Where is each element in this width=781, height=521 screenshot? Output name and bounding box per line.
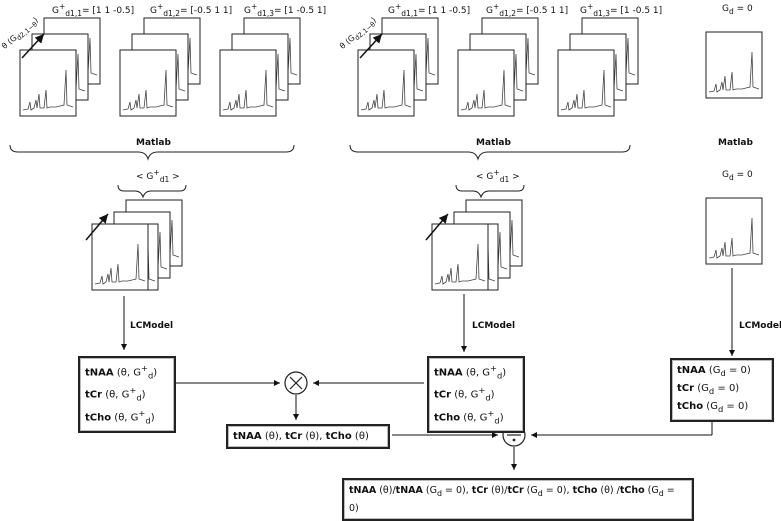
final-result-box: tNAA (θ)/tNAA (Gd = 0), tCr (θ)/tCr (Gd … xyxy=(342,478,694,521)
spectra-stack-avg-left xyxy=(91,199,183,291)
matlab-label-left: Matlab xyxy=(136,138,171,148)
lcmodel-label-mid: LCModel xyxy=(472,321,516,331)
gradient-label-g3: Gd = 0 xyxy=(722,4,753,16)
brace-mid xyxy=(349,144,631,161)
spectra-stack-g2-2 xyxy=(457,17,539,117)
spectra-stack-g1-3 xyxy=(219,17,301,117)
theta-arrow-avg-left xyxy=(85,213,109,241)
brace-avg-left xyxy=(117,184,187,199)
theta-arrow-g1 xyxy=(21,33,45,59)
gradient-label-g2-2: G+d1,2= [-0.5 1 1] xyxy=(486,2,569,18)
avg-label-mid: < G+d1 > xyxy=(476,168,520,184)
gradient-label-g2-1: G+d1,1= [1 1 -0.5] xyxy=(388,2,471,18)
gradient-label-g1-1: G+d1,1= [1 1 -0.5] xyxy=(52,2,135,18)
brace-left xyxy=(9,144,295,161)
spectrum-g3 xyxy=(705,31,763,99)
avg-label-left: < G+d1 > xyxy=(136,168,180,184)
theta-arrow-g2 xyxy=(359,33,383,59)
matlab-label-right: Matlab xyxy=(718,138,753,148)
avg-label-right: Gd = 0 xyxy=(722,170,753,182)
gradient-label-g2-3: G+d1,3= [1 -0.5 1] xyxy=(580,2,663,18)
gradient-label-g1-2: G+d1,2= [-0.5 1 1] xyxy=(150,2,233,18)
result-box-mid: tNAA (θ, G+d) tCr (θ, G+d) tCho (θ, G+d) xyxy=(427,356,525,433)
result-box-left: tNAA (θ, G+d) tCr (θ, G+d) tCho (θ, G+d) xyxy=(78,356,176,433)
lcmodel-label-right: LCModel xyxy=(739,321,781,331)
matlab-label-mid: Matlab xyxy=(476,138,511,148)
theta-arrow-avg-mid xyxy=(425,213,449,241)
spectra-stack-avg-mid xyxy=(431,199,523,291)
spectra-stack-g2-1 xyxy=(357,17,439,117)
spectra-stack-g1-1 xyxy=(19,17,101,117)
spectra-stack-g2-3 xyxy=(557,17,639,117)
gradient-label-g1-3: G+d1,3= [1 -0.5 1] xyxy=(244,2,327,18)
result-box-right: tNAA (Gd = 0) tCr (Gd = 0) tCho (Gd = 0) xyxy=(670,358,774,422)
spectrum-avg-right xyxy=(705,197,763,265)
spectra-stack-g1-2 xyxy=(119,17,201,117)
brace-avg-mid xyxy=(455,184,525,199)
theta-result-box: tNAA (θ), tCr (θ), tCho (θ) xyxy=(226,424,390,449)
lcmodel-label-left: LCModel xyxy=(130,321,174,331)
